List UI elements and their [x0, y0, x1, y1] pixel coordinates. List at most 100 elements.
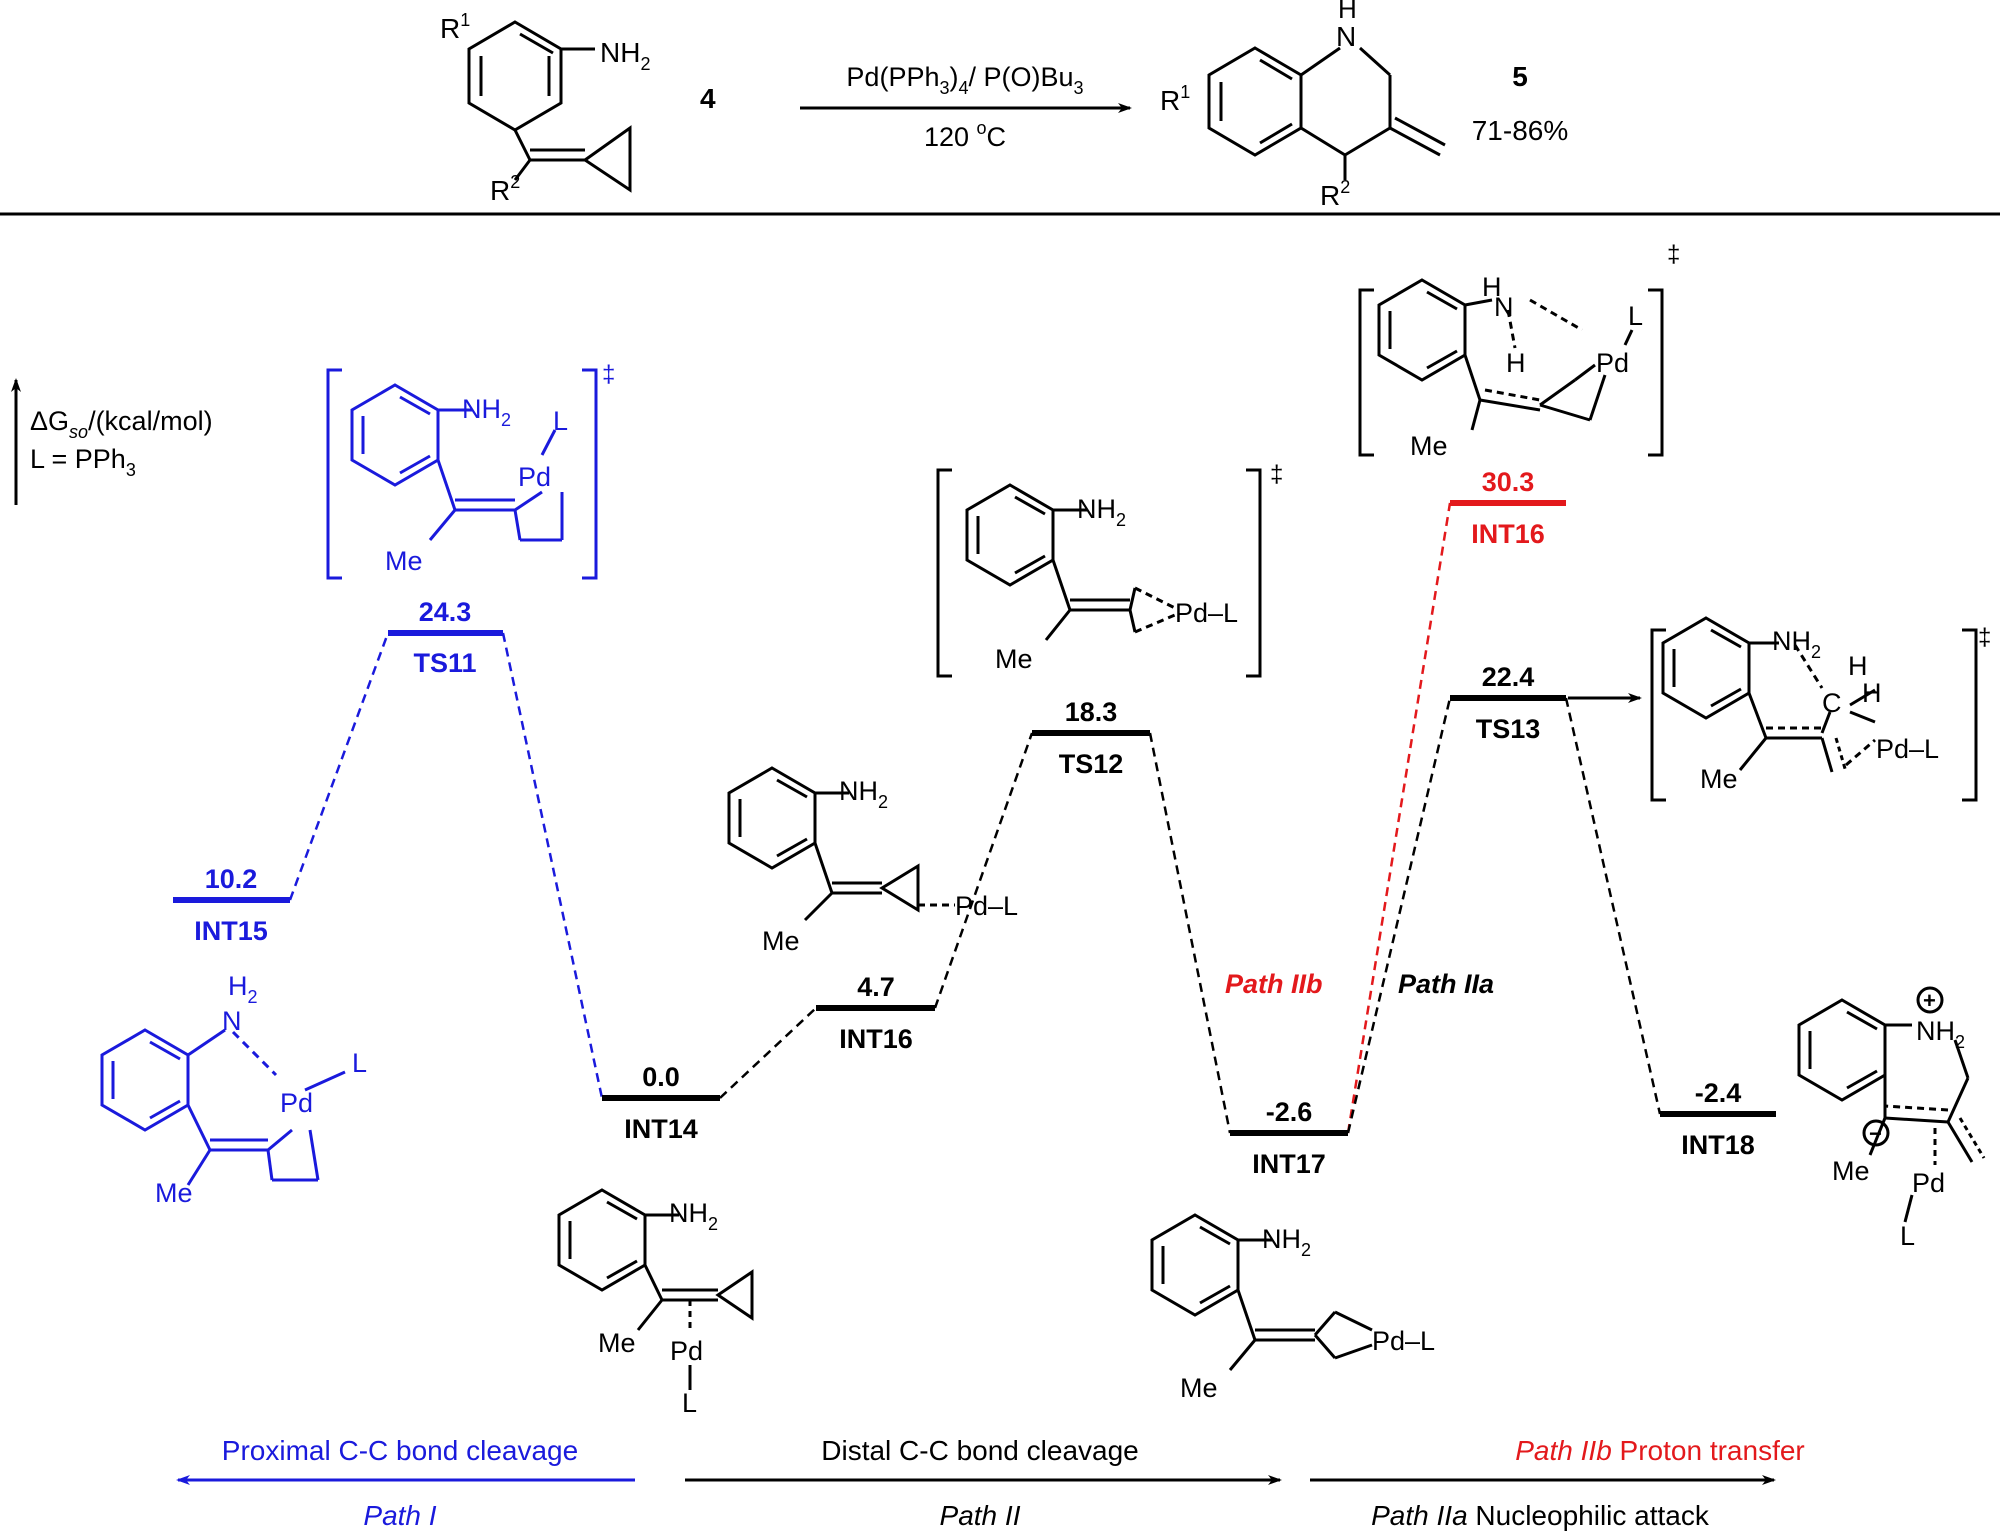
conditions-bottom: 120 oC — [924, 118, 1006, 152]
energy-level-int15: 10.2 INT15 — [173, 864, 290, 946]
svg-text:H: H — [1506, 348, 1526, 378]
conditions-top: Pd(PPh3)4/ P(O)Bu3 — [846, 62, 1083, 98]
energy-int15: 10.2 — [205, 864, 258, 894]
level-name-ts12: TS12 — [1059, 749, 1124, 779]
energy-level-int16: 4.7 INT16 — [816, 972, 935, 1054]
int17-structure: NH2 Pd–L Me — [1150, 1213, 1435, 1403]
svg-text:Pd–L: Pd–L — [955, 891, 1018, 921]
svg-text:NH2: NH2 — [669, 1198, 718, 1234]
svg-text:‡: ‡ — [602, 361, 615, 388]
svg-text:Pd–L: Pd–L — [1372, 1326, 1435, 1356]
svg-text:‡: ‡ — [1667, 241, 1680, 268]
footer-distal-text: Distal C-C bond cleavage — [821, 1435, 1139, 1466]
reactant-r1: R1 — [440, 10, 470, 44]
svg-text:Pd–L: Pd–L — [1175, 598, 1238, 628]
svg-text:Me: Me — [1180, 1373, 1218, 1403]
svg-text:Pd: Pd — [280, 1088, 313, 1118]
svg-text:NH2: NH2 — [839, 776, 888, 812]
svg-text:Me: Me — [155, 1178, 193, 1208]
int14-structure: NH2 Pd L Me — [557, 1188, 754, 1418]
product-r2: R2 — [1320, 177, 1350, 211]
reactant-number: 4 — [700, 83, 716, 114]
level-name-ts-red: INT16 — [1471, 519, 1545, 549]
svg-text:Pd: Pd — [670, 1336, 703, 1366]
reactant-nh2: NH2 — [600, 37, 650, 74]
energy-level-int17: -2.6 INT17 — [1230, 1097, 1348, 1179]
svg-text:NH2: NH2 — [1077, 494, 1126, 530]
energy-level-ts-red: 30.3 INT16 — [1450, 467, 1566, 549]
svg-text:L: L — [352, 1048, 367, 1078]
svg-text:H: H — [1848, 651, 1868, 681]
int18-structure: NH2 + − Pd L Me — [1797, 986, 1986, 1251]
svg-text:Pd: Pd — [518, 462, 551, 492]
ts13-structure: NH2 C H H Pd–L Me ‡ — [1650, 616, 1991, 802]
energy-int14: 0.0 — [642, 1062, 680, 1092]
footer-distal: Distal C-C bond cleavage Path II — [685, 1435, 1282, 1531]
connector-ts11-int14 — [501, 632, 604, 1099]
product-yield: 71-86% — [1472, 115, 1569, 146]
level-name-int18: INT18 — [1681, 1130, 1755, 1160]
footer-path-ii: Path II — [940, 1500, 1021, 1531]
energy-axis-label: ΔGso/(kcal/mol) — [30, 406, 213, 442]
energy-level-int14: 0.0 INT14 — [602, 1062, 720, 1144]
level-name-int16: INT16 — [839, 1024, 913, 1054]
svg-text:NH2: NH2 — [1772, 626, 1821, 662]
energy-level-ts11: 24.3 TS11 — [388, 597, 503, 678]
connector-int17-ts-red — [1346, 502, 1452, 1134]
ts-red-structure: H N H Pd L Me ‡ — [1358, 241, 1680, 461]
svg-text:‡: ‡ — [1270, 461, 1283, 488]
svg-text:Me: Me — [995, 644, 1033, 674]
product-nh: N — [1336, 21, 1356, 52]
reaction-scheme: R1 NH2 R2 4 Pd(PPh3)4/ P(O)Bu3 120 oC N … — [440, 0, 1568, 211]
svg-text:Pd: Pd — [1912, 1168, 1945, 1198]
footer-proton-line: Path IIb Proton transfer — [1515, 1435, 1805, 1466]
connector-int15-ts11 — [288, 632, 390, 901]
svg-text:L: L — [553, 406, 568, 436]
ts12-structure: NH2 Pd–L Me ‡ — [936, 461, 1283, 678]
svg-text:N: N — [1494, 292, 1514, 322]
svg-text:Pd: Pd — [1596, 348, 1629, 378]
path-iib-label: Path IIb — [1225, 969, 1323, 999]
connector-int16-ts12 — [933, 732, 1034, 1009]
path-iia-label: Path IIa — [1398, 969, 1494, 999]
energy-int16: 4.7 — [857, 972, 895, 1002]
int16-structure: NH2 Pd–L Me — [727, 766, 1018, 956]
energy-int17: -2.6 — [1266, 1097, 1313, 1127]
svg-text:L: L — [682, 1388, 697, 1418]
svg-text:NH2: NH2 — [462, 394, 511, 430]
svg-text:−: − — [1869, 1121, 1882, 1146]
svg-text:Me: Me — [1700, 764, 1738, 794]
energy-level-ts13: 22.4 TS13 — [1450, 662, 1566, 744]
footer-proximal: Proximal C-C bond cleavage Path I — [176, 1435, 635, 1531]
product-r1: R1 — [1160, 82, 1190, 116]
footer-nucleo-line: Path IIa Nucleophilic attack — [1371, 1500, 1710, 1531]
svg-text:Me: Me — [1832, 1156, 1870, 1186]
connector-ts13-int18 — [1564, 697, 1662, 1115]
svg-text:Me: Me — [385, 546, 423, 576]
energy-ts13: 22.4 — [1482, 662, 1535, 692]
svg-text:‡: ‡ — [1978, 624, 1991, 651]
product-h: H — [1338, 0, 1357, 24]
svg-text:L: L — [1900, 1221, 1915, 1251]
energy-ts12: 18.3 — [1065, 697, 1118, 727]
svg-text:H: H — [1482, 272, 1502, 302]
level-name-int17: INT17 — [1252, 1149, 1326, 1179]
reactant-4-structure — [467, 20, 632, 193]
svg-text:Me: Me — [762, 926, 800, 956]
svg-text:NH2: NH2 — [1916, 1016, 1965, 1052]
svg-text:+: + — [1923, 988, 1936, 1013]
energy-level-int18: -2.4 INT18 — [1660, 1078, 1776, 1160]
product-number: 5 — [1512, 61, 1528, 92]
svg-text:C: C — [1822, 688, 1842, 718]
footer-proximal-text: Proximal C-C bond cleavage — [222, 1435, 578, 1466]
svg-text:H: H — [1862, 678, 1882, 708]
energy-level-ts12: 18.3 TS12 — [1032, 697, 1150, 779]
svg-text:NH2: NH2 — [1262, 1224, 1311, 1260]
connector-ts12-int17 — [1148, 732, 1232, 1134]
svg-text:N: N — [222, 1006, 242, 1036]
svg-text:Me: Me — [598, 1328, 636, 1358]
level-name-ts11: TS11 — [413, 648, 476, 678]
level-name-int14: INT14 — [624, 1114, 698, 1144]
